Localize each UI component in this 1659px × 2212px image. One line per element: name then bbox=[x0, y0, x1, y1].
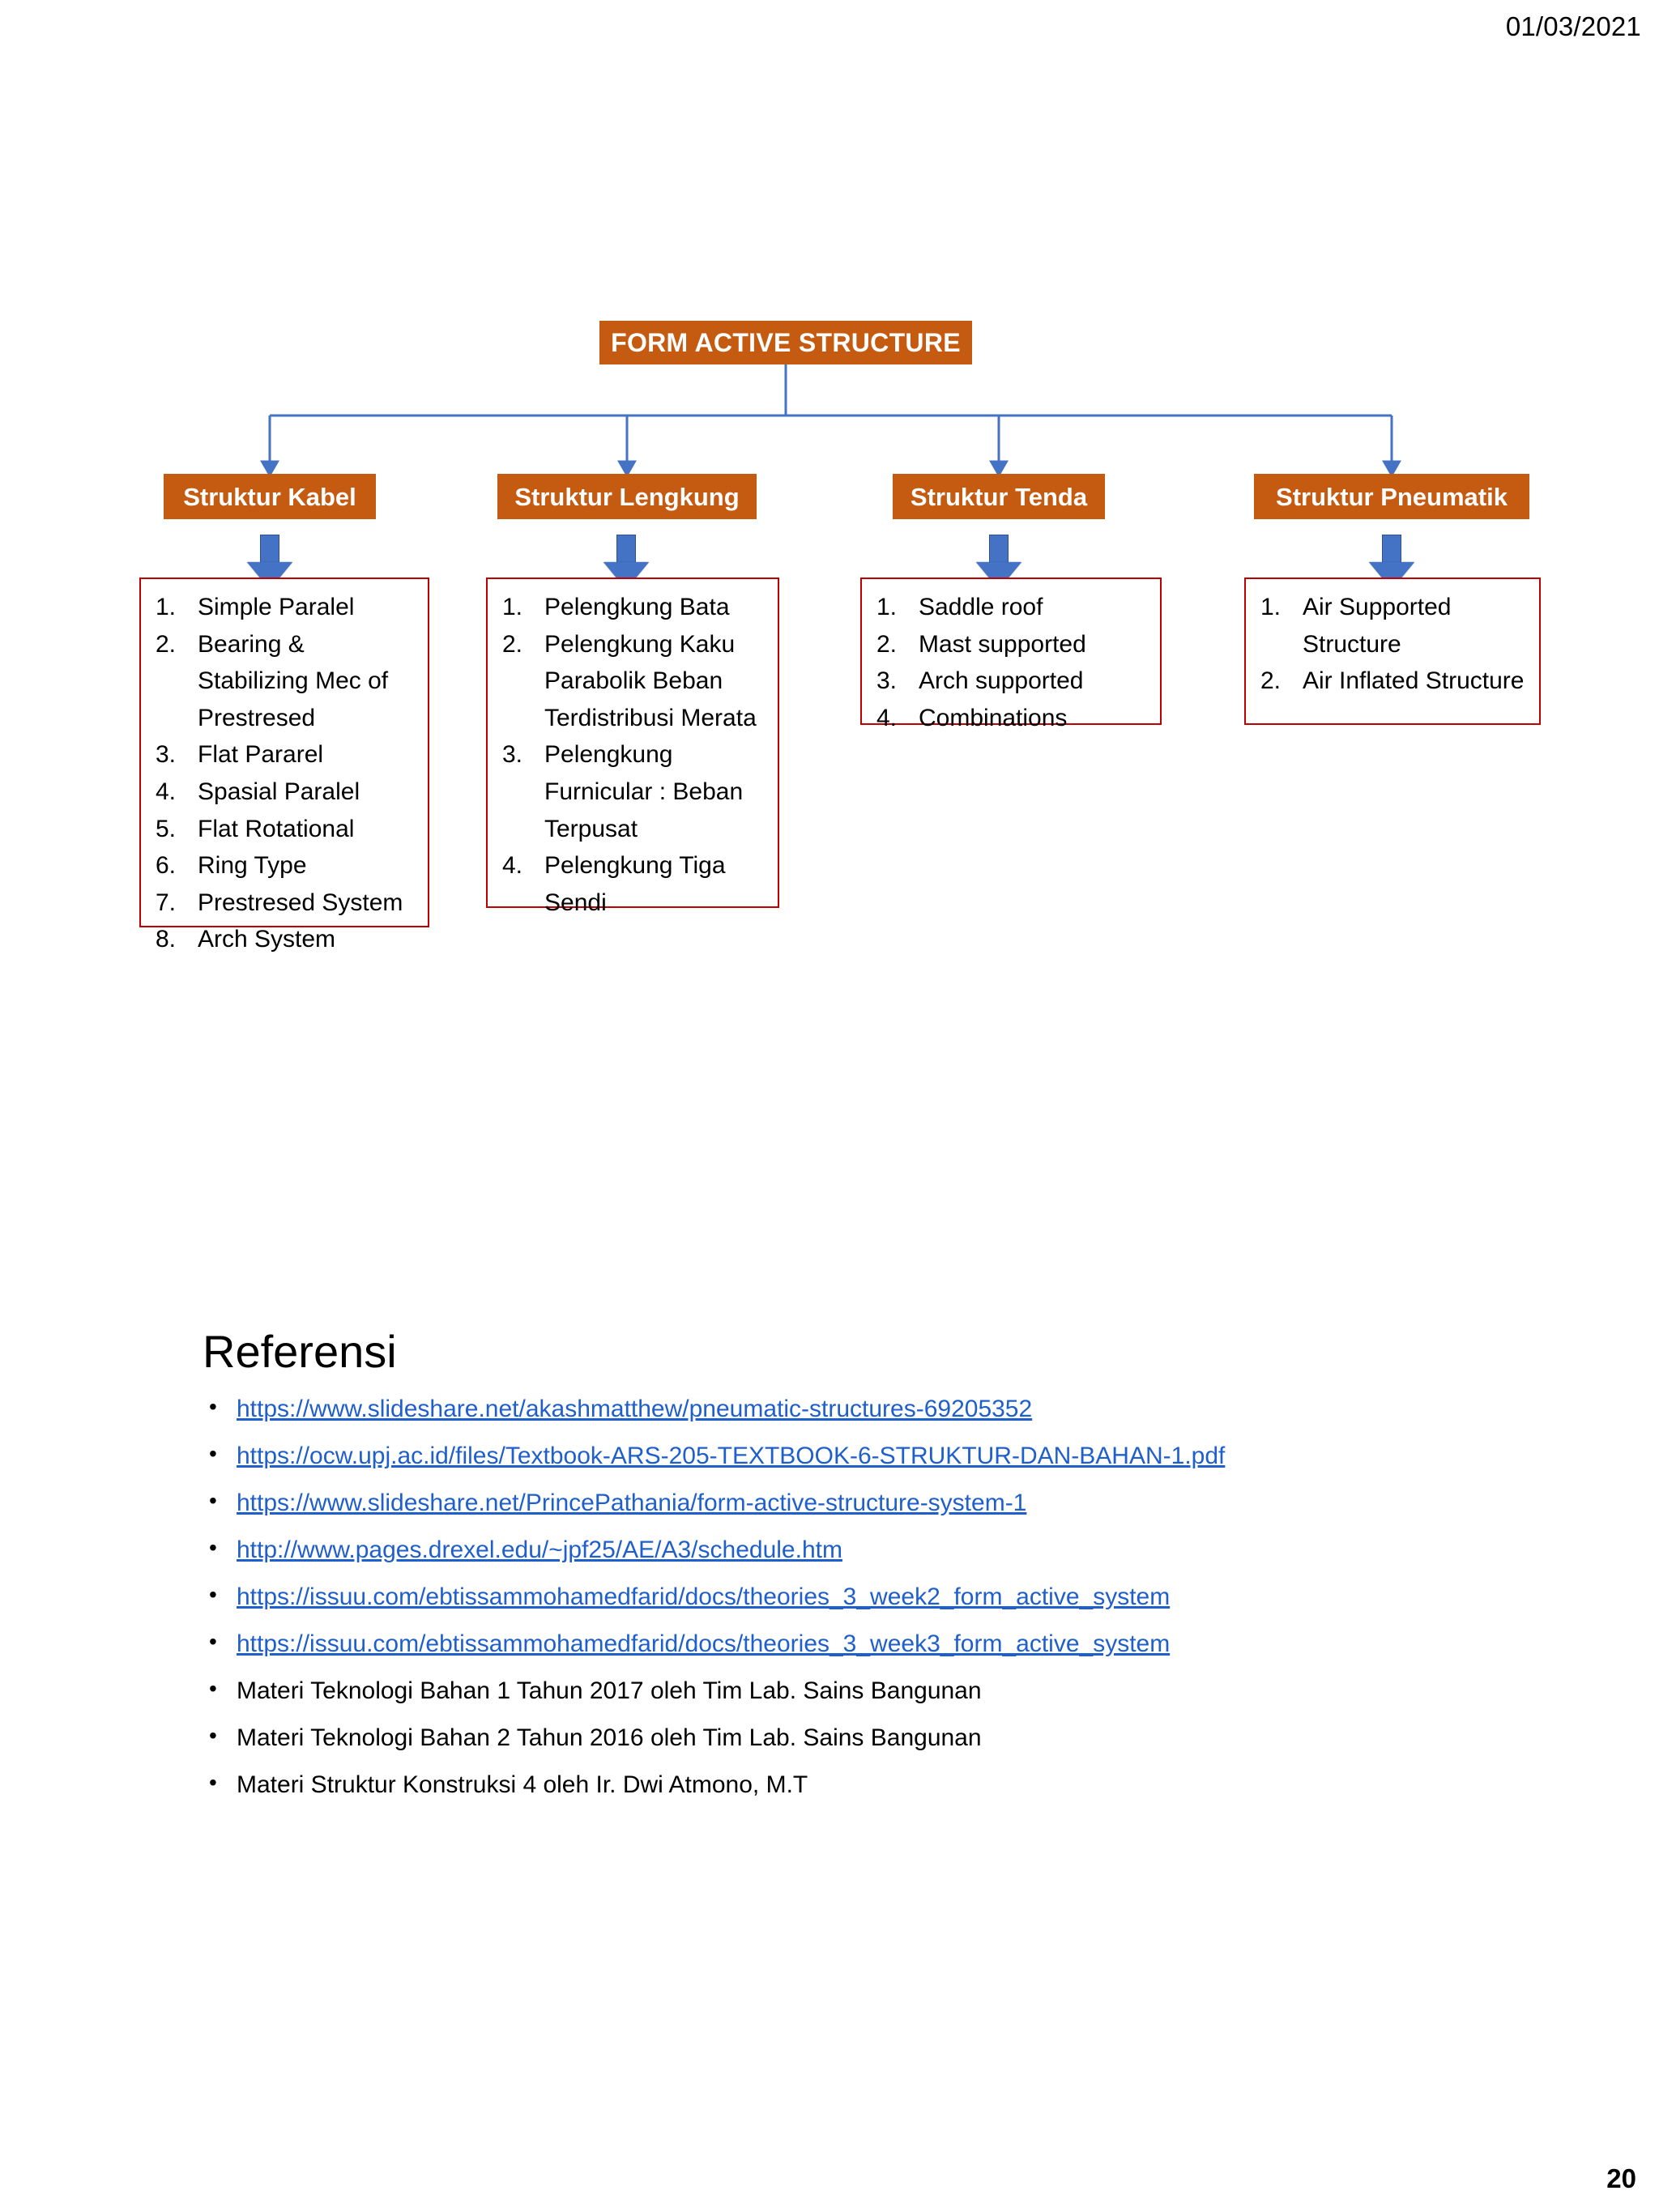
list-item-number: 1. bbox=[156, 594, 177, 620]
list-item: 1. Pelengkung Bata bbox=[491, 589, 770, 626]
list-item-number: 3. bbox=[156, 741, 177, 769]
numbered-list: 1. Simple Paralel 2. Bearing & Stabilizing … bbox=[144, 589, 420, 958]
list-item-number: 3. bbox=[502, 741, 523, 769]
reference-link-item[interactable]: https://issuu.com/ebtissammohamedfarid/d… bbox=[203, 1628, 1580, 1659]
list-item: 2. Pelengkung Kaku Parabolik Beban Terdis… bbox=[491, 626, 770, 737]
reference-text-item: Materi Struktur Konstruksi 4 oleh Ir. Dw… bbox=[203, 1769, 1580, 1800]
reference-link-item[interactable]: https://issuu.com/ebtissammohamedfarid/d… bbox=[203, 1581, 1580, 1612]
list-item-number: 1. bbox=[876, 594, 898, 620]
list-item: 2. Air Inflated Structure bbox=[1249, 663, 1531, 700]
reference-text: Materi Teknologi Bahan 1 Tahun 2017 oleh… bbox=[237, 1677, 982, 1704]
list-item-label: Arch System bbox=[198, 926, 336, 953]
reference-link-item[interactable]: https://www.slideshare.net/PrincePathani… bbox=[203, 1487, 1580, 1518]
list-panel-struktur-pneumatik: 1. Air Supported Structure 2. Air Inflated … bbox=[1244, 578, 1541, 725]
list-item: 3. Arch supported bbox=[865, 663, 1152, 700]
diagram-node-struktur-tenda[interactable]: Struktur Tenda bbox=[893, 474, 1105, 519]
list-item: 5. Flat Rotational bbox=[144, 811, 420, 848]
list-item: 1. Air Supported Structure bbox=[1249, 589, 1531, 663]
list-item: 3. Flat Pararel bbox=[144, 736, 420, 774]
list-item: 2. Mast supported bbox=[865, 626, 1152, 663]
reference-url[interactable]: https://issuu.com/ebtissammohamedfarid/d… bbox=[237, 1583, 1171, 1610]
list-item-number: 1. bbox=[1260, 594, 1282, 620]
list-item-number: 1. bbox=[502, 594, 523, 620]
list-item-label: Bearing & Stabilizing Mec of Prestresed bbox=[198, 630, 389, 731]
references-section: Referensi https://www.slideshare.net/aka… bbox=[203, 1327, 1580, 1818]
references-title: Referensi bbox=[203, 1326, 397, 1377]
list-panel-struktur-tenda: 1. Saddle roof 2. Mast supported 3. Arch supp… bbox=[860, 578, 1162, 731]
diagram-root-node[interactable]: FORM ACTIVE STRUCTURE bbox=[599, 321, 972, 364]
reference-link-item[interactable]: http://www.pages.drexel.edu/~jpf25/AE/A3… bbox=[203, 1534, 1580, 1565]
list-item-label: Prestresed System bbox=[198, 889, 403, 916]
numbered-list: 1. Saddle roof 2. Mast supported 3. Arch supp… bbox=[865, 589, 1152, 736]
reference-url[interactable]: https://www.slideshare.net/PrincePathani… bbox=[237, 1489, 1027, 1516]
list-item-number: 3. bbox=[876, 667, 898, 695]
reference-link-item[interactable]: https://www.slideshare.net/akashmatthew/… bbox=[203, 1393, 1580, 1424]
reference-text-item: Materi Teknologi Bahan 2 Tahun 2016 oleh… bbox=[203, 1722, 1580, 1753]
list-item-label: Combinations bbox=[919, 704, 1068, 731]
list-item: 1. Saddle roof bbox=[865, 589, 1152, 626]
reference-url[interactable]: https://www.slideshare.net/akashmatthew/… bbox=[237, 1395, 1033, 1422]
list-item-label: Air Supported Structure bbox=[1303, 594, 1452, 658]
arrow-shaft bbox=[616, 535, 636, 564]
list-item-label: Mast supported bbox=[919, 630, 1086, 658]
slide-date: 01/03/2021 bbox=[1505, 11, 1641, 41]
diagram-node-struktur-kabel[interactable]: Struktur Kabel bbox=[164, 474, 376, 519]
list-item: 7. Prestresed System bbox=[144, 884, 420, 922]
reference-link-item[interactable]: https://ocw.upj.ac.id/files/Textbook-ARS… bbox=[203, 1440, 1580, 1471]
list-item: 1. Simple Paralel bbox=[144, 589, 420, 626]
list-item-number: 2. bbox=[1260, 667, 1282, 695]
numbered-list: 1. Pelengkung Bata 2. Pelengkung Kaku Parab… bbox=[491, 589, 770, 921]
list-item-label: Flat Rotational bbox=[198, 815, 355, 842]
diagram-node-struktur-lengkung[interactable]: Struktur Lengkung bbox=[497, 474, 757, 519]
list-item-number: 4. bbox=[502, 852, 523, 880]
list-item: 3. Pelengkung Furnicular : Beban Terpusat bbox=[491, 736, 770, 847]
arrow-shaft bbox=[989, 535, 1009, 564]
list-item-label: Simple Paralel bbox=[198, 594, 355, 620]
list-item: 6. Ring Type bbox=[144, 847, 420, 884]
form-active-structure-diagram: FORM ACTIVE STRUCTURE Struktur Kabel Str… bbox=[0, 0, 1659, 972]
slide-page-number: 20 bbox=[1606, 2163, 1636, 2193]
list-panel-struktur-kabel: 1. Simple Paralel 2. Bearing & Stabilizing … bbox=[139, 578, 429, 953]
list-item-number: 2. bbox=[876, 630, 898, 658]
list-item: 4. Pelengkung Tiga Sendi bbox=[491, 847, 770, 921]
list-item-label: Flat Pararel bbox=[198, 741, 324, 769]
list-item-number: 7. bbox=[156, 889, 177, 916]
list-item-label: Pelengkung Tiga Sendi bbox=[544, 852, 726, 916]
list-item-label: Air Inflated Structure bbox=[1303, 667, 1525, 695]
list-item-number: 2. bbox=[502, 630, 523, 658]
diagram-node-struktur-pneumatik[interactable]: Struktur Pneumatik bbox=[1254, 474, 1529, 519]
list-item-label: Pelengkung Kaku Parabolik Beban Terdistr… bbox=[544, 630, 757, 731]
reference-url[interactable]: http://www.pages.drexel.edu/~jpf25/AE/A3… bbox=[237, 1536, 842, 1563]
list-item-number: 4. bbox=[876, 704, 898, 731]
list-item-label: Spasial Paralel bbox=[198, 778, 360, 805]
numbered-list: 1. Air Supported Structure 2. Air Inflated … bbox=[1249, 589, 1531, 700]
list-item: 8. Arch System bbox=[144, 921, 420, 958]
arrow-shaft bbox=[1382, 535, 1401, 564]
references-list: https://www.slideshare.net/akashmatthew/… bbox=[203, 1393, 1580, 1800]
reference-url[interactable]: https://ocw.upj.ac.id/files/Textbook-ARS… bbox=[237, 1442, 1226, 1469]
reference-text: Materi Struktur Konstruksi 4 oleh Ir. Dw… bbox=[237, 1771, 808, 1798]
list-item-number: 8. bbox=[156, 926, 177, 953]
reference-text: Materi Teknologi Bahan 2 Tahun 2016 oleh… bbox=[237, 1724, 982, 1751]
reference-url[interactable]: https://issuu.com/ebtissammohamedfarid/d… bbox=[237, 1630, 1171, 1657]
list-item-label: Pelengkung Furnicular : Beban Terpusat bbox=[544, 741, 744, 842]
list-item: 4. Combinations bbox=[865, 700, 1152, 737]
list-item-number: 4. bbox=[156, 778, 177, 805]
reference-text-item: Materi Teknologi Bahan 1 Tahun 2017 oleh… bbox=[203, 1675, 1580, 1706]
list-item-label: Saddle roof bbox=[919, 594, 1043, 620]
arrow-shaft bbox=[260, 535, 279, 564]
list-item-number: 6. bbox=[156, 852, 177, 880]
list-item-number: 5. bbox=[156, 815, 177, 842]
list-item-label: Ring Type bbox=[198, 852, 307, 880]
list-panel-struktur-lengkung: 1. Pelengkung Bata 2. Pelengkung Kaku Parab… bbox=[486, 578, 779, 916]
list-item-number: 2. bbox=[156, 630, 177, 658]
list-item: 4. Spasial Paralel bbox=[144, 774, 420, 811]
list-item: 2. Bearing & Stabilizing Mec of Prestrese… bbox=[144, 626, 420, 737]
list-item-label: Pelengkung Bata bbox=[544, 594, 730, 620]
list-item-label: Arch supported bbox=[919, 667, 1084, 695]
